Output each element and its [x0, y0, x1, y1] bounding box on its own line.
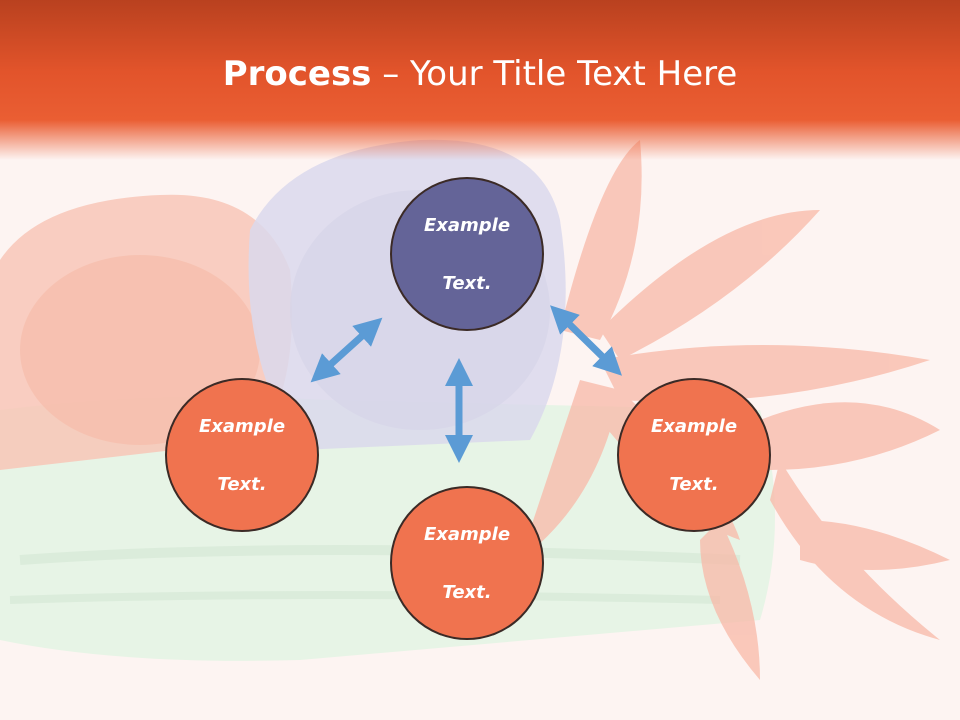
arrow-top-left — [310, 317, 383, 383]
node-label-line1: Example — [650, 415, 738, 437]
node-label-line1: Example — [423, 214, 511, 236]
title-rest: – Your Title Text Here — [371, 54, 738, 94]
node-label-line1: Example — [198, 415, 286, 437]
node-label-line2: Text. — [442, 581, 492, 603]
node-label-line2: Text. — [669, 473, 719, 495]
slide-title: Process – Your Title Text Here — [0, 52, 960, 96]
node-label-line2: Text. — [217, 473, 267, 495]
title-bold: Process — [222, 54, 372, 94]
node-label-line2: Text. — [442, 272, 492, 294]
node-label-line1: Example — [423, 523, 511, 545]
title-bar — [0, 0, 960, 160]
arrow-top-right — [550, 305, 622, 376]
